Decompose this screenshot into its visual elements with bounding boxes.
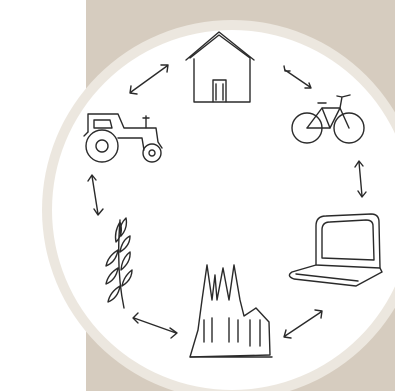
diagram-canvas [0,0,395,391]
cycle-diagram [0,0,395,391]
